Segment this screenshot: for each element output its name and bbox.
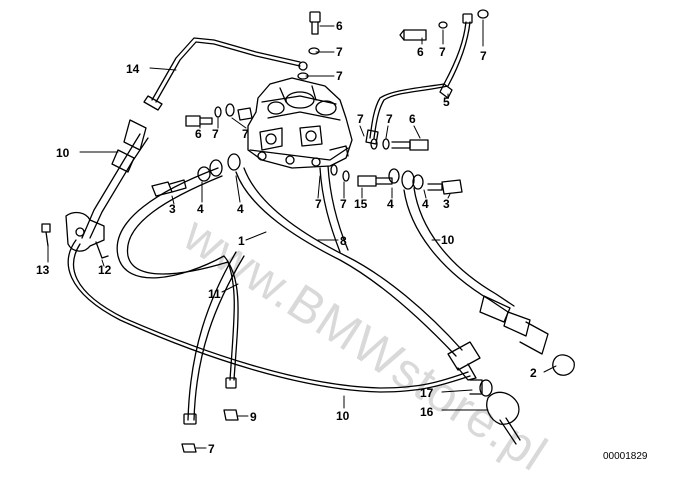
callout-4-right-1: 4: [387, 197, 394, 211]
callout-7-b: 7: [336, 69, 343, 83]
valve-block: [237, 77, 353, 169]
screw-13: [41, 223, 51, 247]
callout-6-left: 6: [195, 127, 202, 141]
fitting-17: [469, 379, 493, 397]
clamp-12: [65, 211, 109, 259]
hose-1-8: [235, 165, 481, 381]
callout-1: 1: [238, 234, 245, 248]
callout-6-top: 6: [336, 19, 343, 33]
cap-2: [552, 354, 575, 376]
callout-10-right: 10: [441, 233, 455, 247]
callout-15: 15: [354, 197, 368, 211]
callout-7-top-right-2: 7: [480, 49, 487, 63]
callout-9: 9: [250, 410, 257, 424]
callout-10-bottom: 10: [336, 409, 350, 423]
brake-line-14: [143, 37, 301, 111]
washer-7-bottom: [181, 443, 197, 453]
callout-12: 12: [98, 263, 112, 277]
callout-7-left-2: 7: [242, 127, 249, 141]
screw-6-top: [297, 11, 321, 80]
bolt-6-right: [370, 138, 429, 151]
banjo-bolt-3-right: [388, 168, 463, 195]
nut-9: [223, 409, 239, 421]
callout-3-left: 3: [169, 202, 176, 216]
bolt-6-left: [185, 103, 235, 127]
callout-5: 5: [443, 95, 450, 109]
callout-7-mid-2: 7: [340, 197, 347, 211]
callout-7-left-1: 7: [212, 127, 219, 141]
callout-11: 11: [208, 287, 221, 301]
leader-lines: [47, 19, 557, 449]
callout-6-right: 6: [409, 112, 416, 126]
brake-line-rigid: [67, 239, 471, 393]
callout-7-right-1: 7: [357, 112, 364, 126]
callout-7-bottom: 7: [208, 442, 215, 456]
callout-4-right-2: 4: [422, 197, 429, 211]
callout-10-left: 10: [56, 146, 70, 160]
callout-17: 17: [420, 386, 434, 400]
hose-10-right: [403, 187, 549, 355]
callout-7-a: 7: [336, 45, 343, 59]
callout-14: 14: [126, 62, 140, 76]
callout-16: 16: [420, 405, 434, 419]
callout-4-left-2: 4: [237, 202, 244, 216]
hose-11: [116, 167, 245, 425]
callout-7-right-2: 7: [386, 112, 393, 126]
callout-13: 13: [36, 263, 50, 277]
callout-8: 8: [340, 234, 347, 248]
callout-7-mid-1: 7: [315, 197, 322, 211]
callout-4-left-1: 4: [197, 202, 204, 216]
banjo-bolt-3-left: [151, 153, 241, 197]
callout-2: 2: [530, 366, 537, 380]
hose-5: [365, 9, 489, 145]
callout-7-top-right-1: 7: [439, 45, 446, 59]
callout-3-right: 3: [443, 197, 450, 211]
hose-10-left: [81, 119, 149, 239]
callout-6-top-right: 6: [417, 45, 424, 59]
nut-16: [486, 391, 521, 445]
document-number: 00001829: [603, 451, 648, 462]
bolt-15: [330, 164, 393, 187]
